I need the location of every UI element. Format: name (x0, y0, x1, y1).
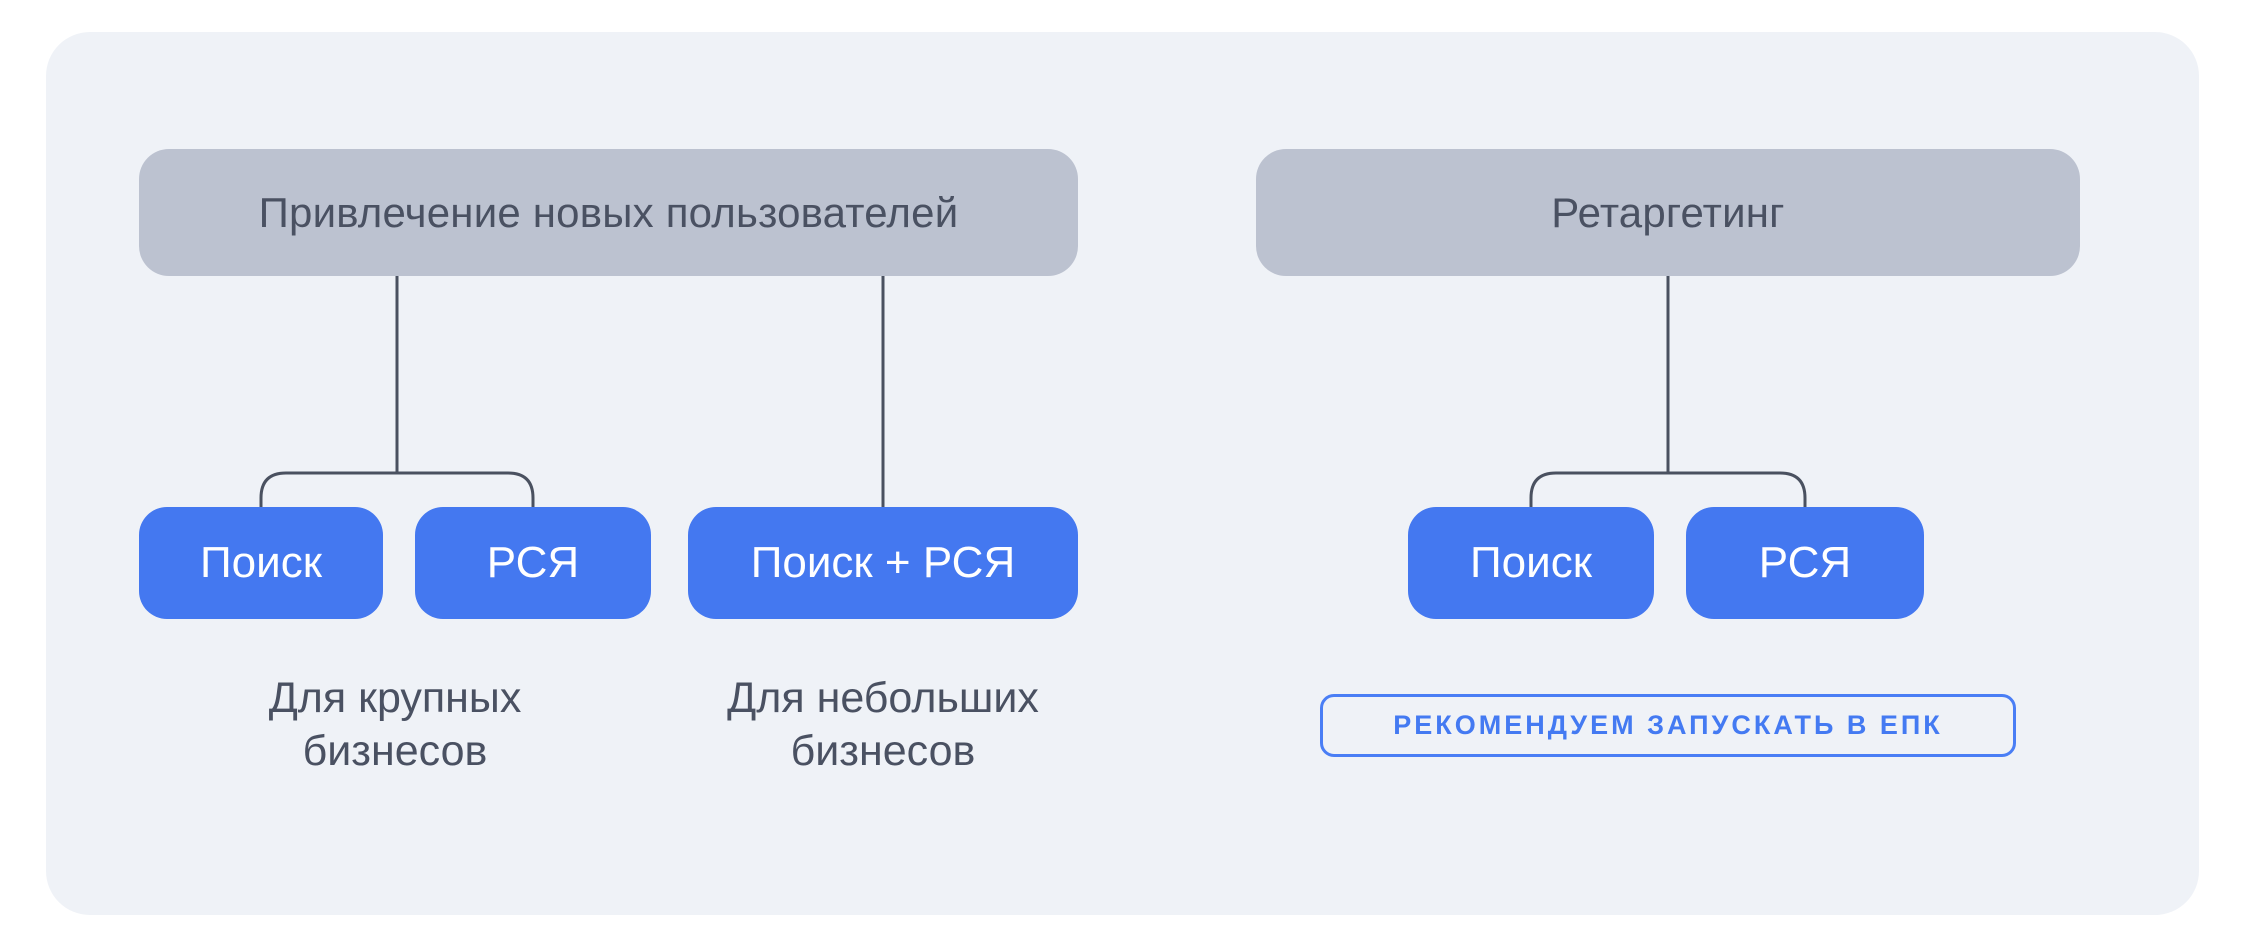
header-retargeting: Ретаргетинг (1256, 149, 2080, 276)
node-search-right: Поиск (1408, 507, 1654, 619)
node-search-plus-rsya: Поиск + РСЯ (688, 507, 1078, 619)
header-new-users: Привлечение новых пользователей (139, 149, 1078, 276)
caption-large-business: Для крупных бизнесов (268, 674, 522, 775)
node-rsya-right: РСЯ (1686, 507, 1924, 619)
recommendation-badge: РЕКОМЕНДУЕМ ЗАПУСКАТЬ В ЕПК (1320, 694, 2016, 757)
caption-small-business: Для небольших бизнесов (727, 674, 1039, 775)
node-search-left: Поиск (139, 507, 383, 619)
node-rsya-left: РСЯ (415, 507, 651, 619)
